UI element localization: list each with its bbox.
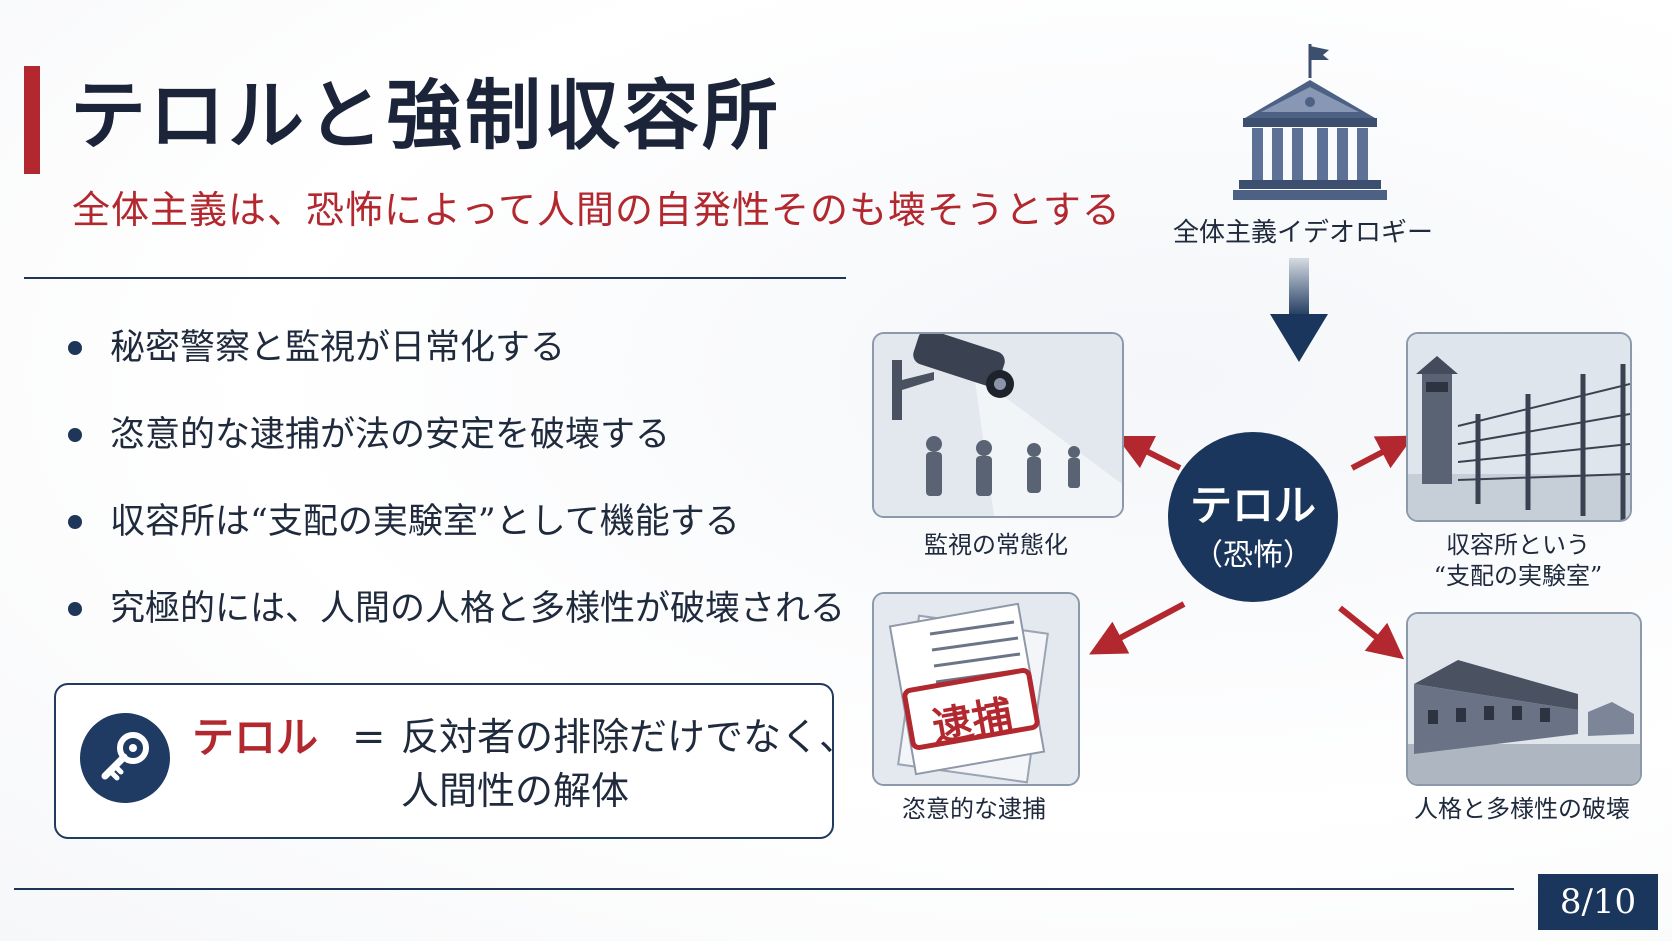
hub-title: テロル <box>1189 481 1316 530</box>
down-arrow-icon <box>1264 258 1334 368</box>
bullet-text: 恣意的な逮捕が法の安定を破壊する <box>110 415 671 455</box>
bullet-dot <box>68 428 82 442</box>
bullet-text: 収容所は“支配の実験室”として機能する <box>110 502 740 542</box>
page-number: 8/10 <box>1538 874 1658 930</box>
terror-hub: テロル （恐怖） <box>1168 432 1338 602</box>
arrest-card: 逮捕 <box>872 592 1080 786</box>
definition-line-1: 反対者の排除だけでなく、 <box>401 715 858 759</box>
footer-divider <box>14 888 1514 890</box>
bullet-text: 秘密警察と監視が日常化する <box>110 328 566 368</box>
hub-subtitle: （恐怖） <box>1193 538 1313 573</box>
definition-line-2: 人間性の解体 <box>401 769 630 813</box>
bullet-dot <box>68 602 82 616</box>
government-building-icon <box>1225 40 1395 210</box>
slide-title: テロルと強制収容所 <box>70 71 781 160</box>
title-accent-bar <box>24 66 40 174</box>
camp-label-line-2: “支配の実験室” <box>1433 562 1603 590</box>
camp-card <box>1406 332 1632 522</box>
destruction-label: 人格と多様性の破壊 <box>1414 795 1630 823</box>
barracks-illustration <box>1408 614 1640 784</box>
destruction-card <box>1406 612 1642 786</box>
camp-label-line-1: 収容所という <box>1446 531 1590 559</box>
barbed-wire-camp-illustration <box>1408 334 1630 520</box>
ideology-label: 全体主義イデオロギー <box>1172 218 1433 248</box>
surveillance-camera-illustration <box>874 334 1122 516</box>
bullet-dot <box>68 341 82 355</box>
definition-box: テロル = 反対者の排除だけでなく、 人間性の解体 <box>54 683 857 839</box>
arrest-label: 恣意的な逮捕 <box>902 795 1046 823</box>
bullet-dot <box>68 515 82 529</box>
surveillance-card <box>872 332 1124 518</box>
definition-term: テロル <box>192 713 319 762</box>
bullet-text: 究極的には、人間の人格と多様性が破壊される <box>110 589 846 629</box>
slide-subtitle: 全体主義は、恐怖によって人間の自発性そのも壊そうとする <box>72 188 1121 232</box>
key-icon <box>80 713 170 803</box>
arrest-document-illustration <box>874 594 1078 784</box>
definition-equals: = <box>352 714 386 760</box>
surveillance-label: 監視の常態化 <box>924 531 1068 559</box>
title-divider <box>24 277 846 279</box>
